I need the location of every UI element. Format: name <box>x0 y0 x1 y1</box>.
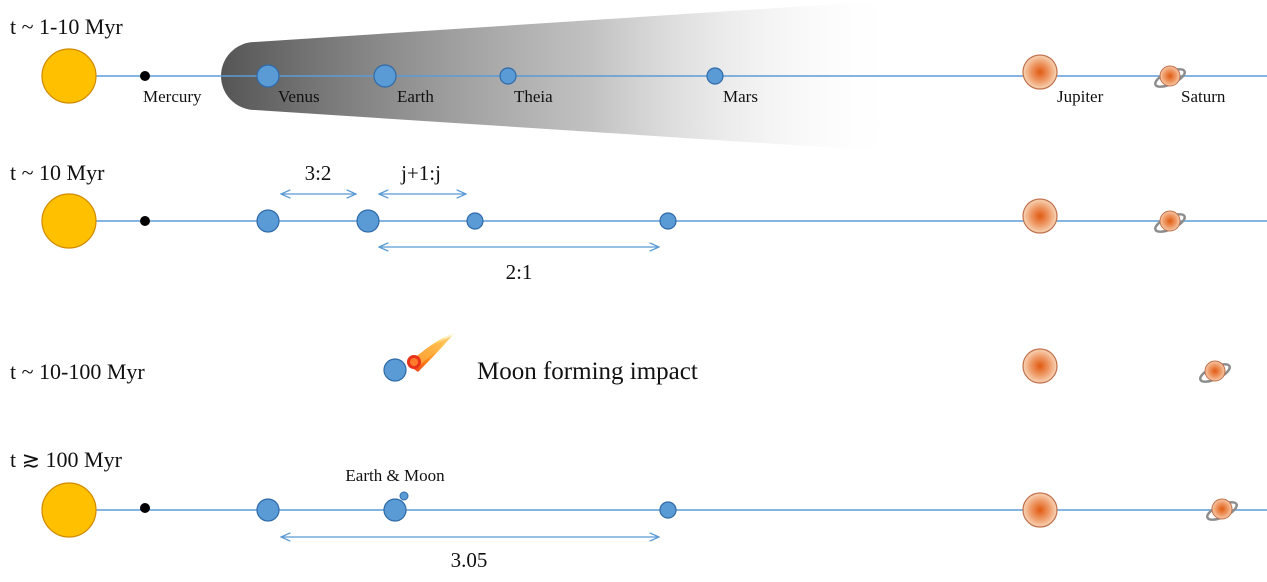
moon-icon <box>399 491 409 501</box>
resonance-label-2-1: 2:1 <box>506 260 533 284</box>
label-saturn: Saturn <box>1181 87 1226 106</box>
saturn-icon <box>1154 65 1186 88</box>
resonance-label-3-2: 3:2 <box>305 161 332 185</box>
jupiter-icon <box>1022 492 1058 528</box>
sun-icon <box>41 48 97 104</box>
mercury-icon <box>140 71 150 81</box>
label-theia: Theia <box>514 87 553 106</box>
event-label-moon-forming-impact: Moon forming impact <box>477 358 698 385</box>
jupiter-icon <box>1022 348 1058 384</box>
mercury-icon <box>140 216 150 226</box>
earth-icon <box>356 209 380 233</box>
venus-icon <box>256 209 280 233</box>
panel-3: t ~ 10-100 Myr Moon forming impact <box>10 332 1231 385</box>
mercury-icon <box>140 503 150 513</box>
saturn-icon <box>1154 210 1186 233</box>
panel-2: t ~ 10 Myr 3:2 j+1:j 2:1 <box>10 160 1267 284</box>
time-label-2: t ~ 10 Myr <box>10 160 105 185</box>
venus-icon <box>256 498 280 522</box>
label-earth: Earth <box>397 87 434 106</box>
mars-icon <box>706 67 724 85</box>
impactor-comet-icon <box>407 332 456 372</box>
saturn-icon <box>1199 360 1231 383</box>
saturn-icon <box>1206 498 1238 521</box>
sun-icon <box>41 482 97 538</box>
sun-icon <box>41 193 97 249</box>
label-mercury: Mercury <box>143 87 202 106</box>
resonance-label-j-plus-1-j: j+1:j <box>400 161 441 185</box>
time-label-3: t ~ 10-100 Myr <box>10 359 145 384</box>
panel-1: t ~ 1-10 Myr Mercury Venus Earth Theia M… <box>10 0 1267 152</box>
jupiter-icon <box>1022 54 1058 90</box>
panel-4: t ≳ 100 Myr Earth & Moon 3.05 <box>10 447 1267 572</box>
proto-earth-icon <box>383 358 407 382</box>
label-jupiter: Jupiter <box>1057 87 1104 106</box>
label-mars: Mars <box>723 87 758 106</box>
label-venus: Venus <box>278 87 320 106</box>
earth-icon <box>373 64 397 88</box>
jupiter-icon <box>1022 198 1058 234</box>
time-label-4: t ≳ 100 Myr <box>10 447 123 472</box>
mars-icon <box>659 501 677 519</box>
time-label-1: t ~ 1-10 Myr <box>10 14 123 39</box>
theia-icon <box>466 212 484 230</box>
label-earth-and-moon: Earth & Moon <box>345 466 445 485</box>
venus-icon <box>256 64 280 88</box>
mars-icon <box>659 212 677 230</box>
earth-icon <box>383 498 407 522</box>
theia-icon <box>499 67 517 85</box>
ratio-label-3-05: 3.05 <box>451 548 488 572</box>
